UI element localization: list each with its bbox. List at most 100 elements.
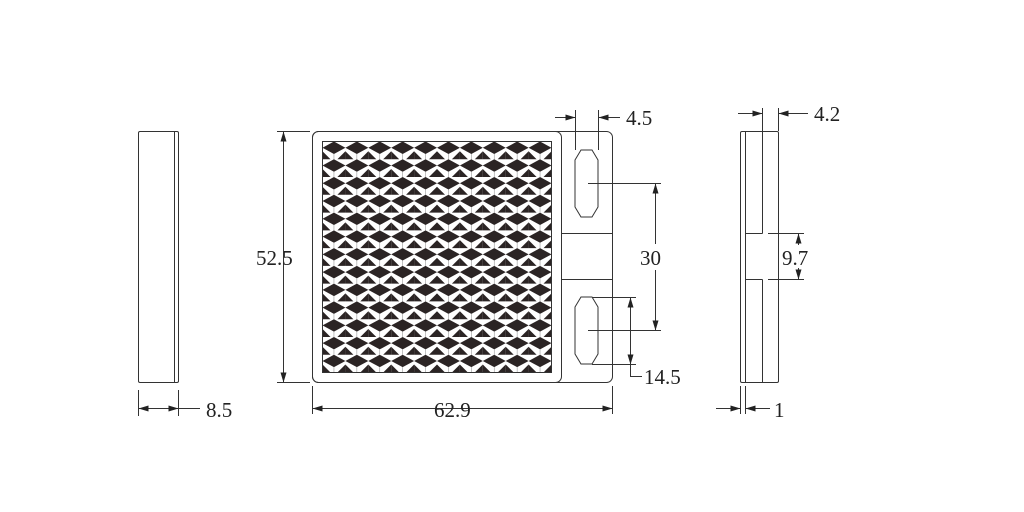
reflector-cell xyxy=(482,212,506,231)
dim-slot-width: 4.5 xyxy=(555,106,652,150)
reflector-cell xyxy=(345,194,369,213)
reflector-cell xyxy=(322,336,346,355)
reflector-cell xyxy=(368,159,392,178)
mounting-slot-upper xyxy=(574,149,599,218)
reflector-cell xyxy=(414,159,437,178)
reflector-cell xyxy=(368,194,392,213)
dim-label: 4.5 xyxy=(626,106,652,130)
reflector-cell xyxy=(368,319,392,337)
reflector-cell xyxy=(368,141,392,160)
dim-label: 62.9 xyxy=(434,398,471,422)
reflector-cell xyxy=(391,283,415,302)
reflector-cell xyxy=(505,336,529,355)
dim-slot-spacing: 30 xyxy=(588,183,668,331)
reflector-cell xyxy=(437,354,460,373)
reflector-cell xyxy=(437,265,460,284)
dim-label: 8.5 xyxy=(206,398,232,422)
dim-label: 52.5 xyxy=(256,246,293,270)
reflector-cell xyxy=(437,283,460,302)
reflector-cell xyxy=(437,230,460,249)
reflector-cell xyxy=(345,212,369,231)
reflector-cell xyxy=(482,141,506,160)
reflector-cell xyxy=(505,354,529,373)
reflector-cell xyxy=(391,319,415,337)
reflector-cell xyxy=(505,301,529,320)
reflector-cell xyxy=(322,177,346,195)
reflector-cell xyxy=(528,283,552,302)
reflector-cell xyxy=(459,248,483,266)
reflector-cell xyxy=(391,159,415,178)
reflector-cell xyxy=(414,141,437,160)
reflector-cell xyxy=(528,194,552,213)
reflector-cell xyxy=(322,230,346,249)
reflector-cell xyxy=(482,159,506,178)
reflector-cell xyxy=(391,248,415,266)
reflector-cell xyxy=(482,265,506,284)
reflector-cell xyxy=(459,230,483,249)
reflector-cell xyxy=(459,283,483,302)
reflector-cell xyxy=(528,141,552,160)
dim-slot-length: 14.5 xyxy=(592,297,681,389)
dim-width: 62.9 xyxy=(312,386,613,422)
dim-label: 1 xyxy=(774,398,785,422)
reflector-cell xyxy=(414,301,437,320)
left-side-view xyxy=(138,131,179,383)
front-view xyxy=(312,131,613,383)
reflector-cell xyxy=(391,194,415,213)
reflector-cell xyxy=(345,301,369,320)
reflector-cell xyxy=(482,248,506,266)
reflector-cell xyxy=(437,212,460,231)
reflector-cell xyxy=(459,212,483,231)
reflector-cell xyxy=(437,177,460,195)
reflector-cell xyxy=(391,265,415,284)
reflector-cell xyxy=(459,301,483,320)
reflector-cell xyxy=(482,301,506,320)
reflector-cell xyxy=(345,265,369,284)
reflector-frame xyxy=(312,131,562,383)
dim-side-gap: 9.7 xyxy=(768,233,808,280)
reflector-cell xyxy=(345,319,369,337)
dim-label: 14.5 xyxy=(644,365,681,389)
reflector-cell xyxy=(505,141,529,160)
reflector-cell xyxy=(437,301,460,320)
reflector-cell xyxy=(345,230,369,249)
reflector-cell xyxy=(414,283,437,302)
reflector-cell xyxy=(391,141,415,160)
dim-label: 9.7 xyxy=(782,246,808,270)
reflector-cell xyxy=(322,265,346,284)
reflector-cell xyxy=(391,354,415,373)
reflector-cell xyxy=(345,159,369,178)
reflector-cell xyxy=(528,319,552,337)
reflector-cell xyxy=(345,177,369,195)
reflector-cell xyxy=(482,354,506,373)
reflector-cell xyxy=(505,159,529,178)
dim-side-depth: 4.2 xyxy=(738,102,840,131)
reflector-cell xyxy=(505,194,529,213)
dim-label: 30 xyxy=(640,246,661,270)
reflector-cell xyxy=(505,283,529,302)
reflector-cell xyxy=(528,301,552,320)
reflector-cell xyxy=(482,336,506,355)
reflector-cell xyxy=(459,354,483,373)
reflector-cell xyxy=(482,194,506,213)
reflector-cell xyxy=(505,319,529,337)
reflector-cell xyxy=(368,212,392,231)
reflector-cell xyxy=(391,336,415,355)
reflector-cell xyxy=(437,248,460,266)
reflector-cell xyxy=(459,141,483,160)
reflector-cell xyxy=(414,336,437,355)
reflector-cell xyxy=(459,319,483,337)
reflector-cell xyxy=(414,265,437,284)
reflector-cell xyxy=(345,141,369,160)
reflector-cell xyxy=(368,283,392,302)
reflector-cell xyxy=(368,230,392,249)
reflector-cell xyxy=(482,319,506,337)
reflector-cell xyxy=(322,159,346,178)
reflector-cell xyxy=(437,336,460,355)
reflector-cell xyxy=(414,319,437,337)
reflector-cell xyxy=(391,177,415,195)
reflector-cell xyxy=(459,265,483,284)
reflector-cell xyxy=(459,336,483,355)
